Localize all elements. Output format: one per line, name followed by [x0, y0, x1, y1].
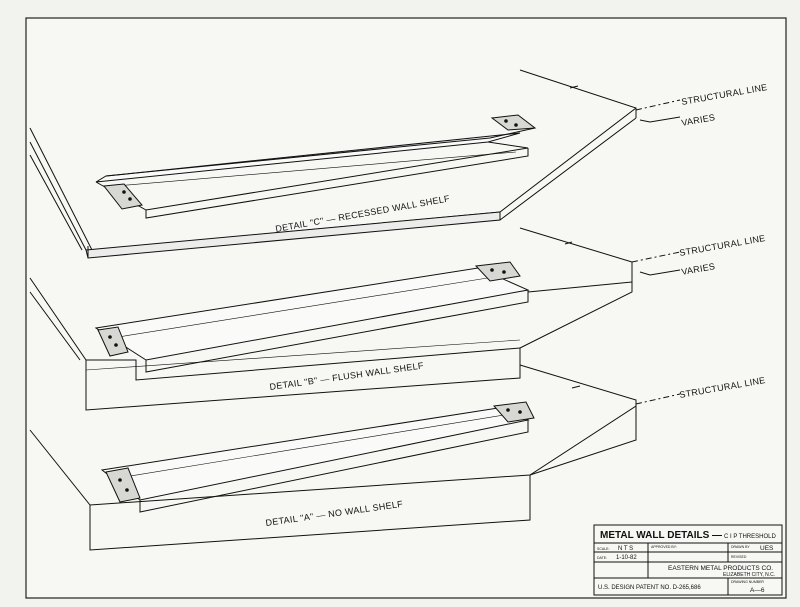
date-label: DATE: [597, 556, 607, 560]
title-block-title: METAL WALL DETAILS — [600, 530, 722, 541]
detail-b-drawing [29, 227, 681, 411]
drawn-value: UES [760, 545, 774, 552]
design-patent: U.S. DESIGN PATENT NO. D-265,686 [598, 585, 701, 591]
approved-label: APPROVED BY: [651, 545, 677, 549]
company-city: ELIZABETH CITY, N.C. [723, 572, 775, 578]
date-value: 1-10-82 [616, 555, 637, 561]
title-block-subtitle: C I P THRESHOLD [724, 534, 776, 540]
drawing-number-label: DRAWING NUMBER [731, 580, 764, 584]
drawn-label: DRAWN BY [731, 545, 750, 549]
detail-c-drawing [29, 69, 681, 259]
revised-label: REVISED [731, 555, 747, 559]
detail-a-drawing [29, 364, 681, 551]
scale-label: SCALE: [597, 547, 609, 551]
scale-value: N T S [618, 546, 633, 552]
company-name: EASTERN METAL PRODUCTS CO. [668, 565, 773, 572]
title-block: METAL WALL DETAILS — C I P THRESHOLD SCA… [593, 524, 783, 596]
drawing-number: A—6 [750, 587, 765, 594]
